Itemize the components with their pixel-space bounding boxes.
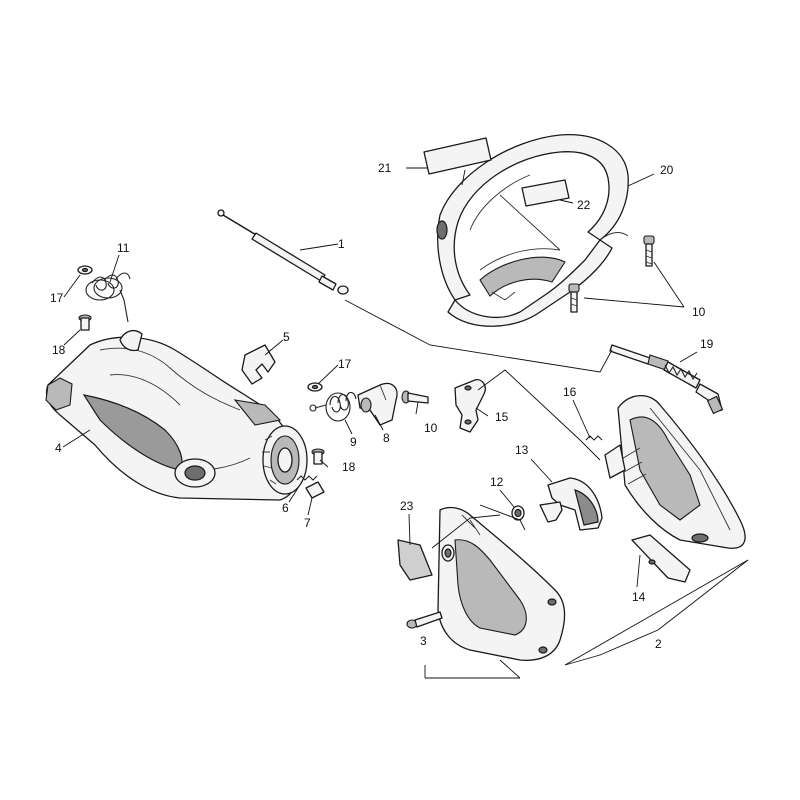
callout-2: 2 <box>655 637 662 651</box>
spring-16 <box>585 435 603 441</box>
callout-18-left: 18 <box>52 343 66 357</box>
screw-18-left <box>78 314 92 331</box>
bracket-15 <box>454 379 486 433</box>
trigger-8 <box>357 382 398 426</box>
callout-16: 16 <box>563 385 577 399</box>
washer-17-right <box>307 382 323 392</box>
callout-23: 23 <box>400 499 414 513</box>
label-21 <box>423 137 492 186</box>
rear-handle-body <box>45 329 308 501</box>
side-cover-left <box>437 506 566 661</box>
clip-5 <box>241 344 276 385</box>
plate-14 <box>631 534 691 583</box>
callout-8: 8 <box>383 431 390 445</box>
throttle-rod-19 <box>609 344 724 415</box>
callout-13: 13 <box>515 443 529 457</box>
callout-22: 22 <box>577 198 591 212</box>
front-handle <box>436 134 629 327</box>
leader-lines <box>62 167 749 679</box>
bolt-10-upper <box>643 235 655 267</box>
callout-12: 12 <box>490 475 504 489</box>
callout-9: 9 <box>350 435 357 449</box>
pin-7 <box>305 481 325 499</box>
callout-3: 3 <box>420 634 427 648</box>
callout-11: 11 <box>117 241 130 255</box>
spring-12 <box>511 505 525 521</box>
callout-17-left: 17 <box>50 291 64 305</box>
side-cover-right <box>604 394 746 549</box>
bolt-10-lower <box>568 283 580 313</box>
lever-13 <box>539 477 603 531</box>
throttle-cable <box>217 209 349 295</box>
screw-10-middle <box>401 390 429 404</box>
callout-7: 7 <box>304 516 311 530</box>
callout-1: 1 <box>338 237 345 251</box>
callout-4: 4 <box>55 441 62 455</box>
spring-9 <box>309 391 357 422</box>
callout-18-right: 18 <box>342 460 356 474</box>
callout-6: 6 <box>282 501 289 515</box>
callout-5: 5 <box>283 330 290 344</box>
callout-21: 21 <box>378 161 392 175</box>
washer-17-left <box>77 265 93 275</box>
spring-11 <box>85 272 131 323</box>
callout-14: 14 <box>632 590 646 604</box>
callout-10-middle: 10 <box>424 421 438 435</box>
screw-18-right <box>311 448 325 465</box>
callout-19: 19 <box>700 337 714 351</box>
label-22 <box>521 179 570 207</box>
screw-3 <box>406 611 443 629</box>
callout-15: 15 <box>495 410 509 424</box>
callout-labels: 1 2 3 4 5 6 7 8 9 10 10 11 12 13 14 15 1… <box>50 161 714 651</box>
callout-17-right: 17 <box>338 357 352 371</box>
callout-20: 20 <box>660 163 674 177</box>
spring-6 <box>296 475 318 481</box>
callout-10-upper: 10 <box>692 305 706 319</box>
label-23 <box>397 539 433 581</box>
